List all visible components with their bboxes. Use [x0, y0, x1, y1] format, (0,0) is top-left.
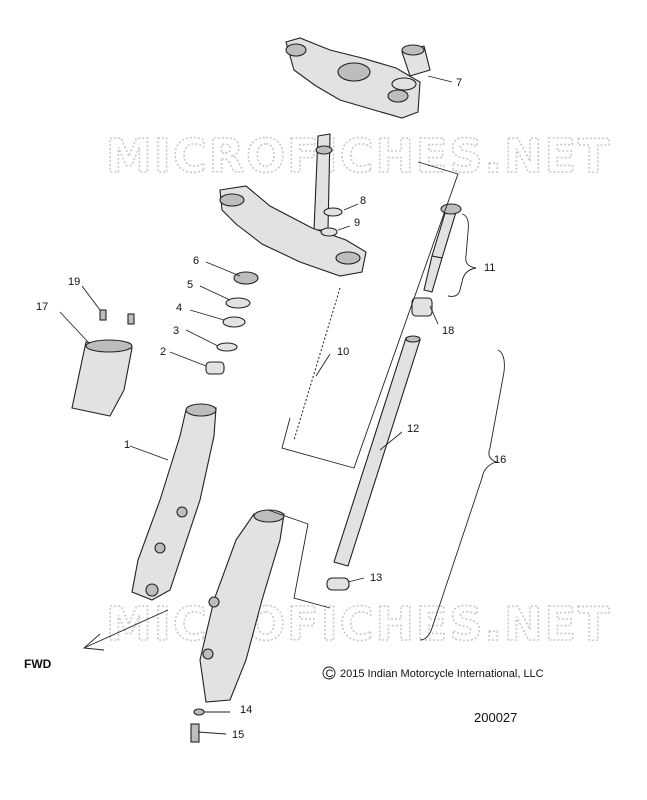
callout-6: 6: [193, 255, 199, 267]
callout-labels: 1 2 3 4 5 6 7 8 9 10 11 12 13 14 15 16 1…: [36, 77, 506, 741]
callout-12: 12: [407, 423, 419, 435]
callout-3: 3: [173, 325, 179, 337]
upper-triple-clamp: [285, 37, 421, 119]
leader-lines: [59, 75, 453, 735]
callout-5: 5: [187, 279, 193, 291]
callout-13: 13: [370, 572, 382, 584]
forward-arrow: [82, 609, 169, 651]
part-19-screw: [99, 309, 107, 321]
part-17-shroud: [71, 341, 133, 417]
fork-seal-stack: [205, 271, 259, 375]
callout-4: 4: [176, 302, 182, 314]
brace-11: [447, 213, 477, 297]
callout-11: 11: [484, 262, 495, 274]
part-15-bolt: [190, 723, 200, 743]
callout-16: 16: [494, 454, 506, 466]
callout-17: 17: [36, 301, 48, 313]
forward-label: FWD: [24, 657, 52, 671]
group-line-13: [267, 509, 331, 609]
copyright-symbol: C: [326, 668, 334, 680]
part-7-bushing: [391, 44, 431, 91]
watermark-top: MICROFICHES.NET: [106, 129, 611, 183]
callout-1: 1: [124, 439, 130, 451]
callout-15: 15: [232, 729, 244, 741]
callout-7: 7: [456, 77, 462, 89]
callout-10: 10: [337, 346, 349, 358]
part-13-bushing: [326, 577, 350, 591]
watermark-bottom: MICROFICHES.NET: [106, 597, 611, 651]
lower-triple-clamp: [219, 185, 367, 277]
document-number: 200027: [474, 710, 517, 725]
callout-2: 2: [160, 346, 166, 358]
part-10-spring: [293, 287, 341, 441]
brace-16: [419, 349, 505, 641]
part-19-screw-2: [127, 313, 135, 325]
copyright-text: 2015 Indian Motorcycle International, LL…: [340, 668, 544, 680]
callout-8: 8: [360, 195, 366, 207]
part-1-fork-slider: [131, 403, 217, 601]
callout-9: 9: [354, 217, 360, 229]
callout-14: 14: [240, 704, 252, 716]
copyright-line: C 2015 Indian Motorcycle International, …: [322, 666, 544, 680]
callout-18: 18: [442, 325, 454, 337]
part-18-bushing: [411, 297, 433, 317]
part-8-seal: [323, 207, 343, 217]
callout-19: 19: [68, 276, 80, 288]
part-12-tube: [333, 337, 421, 567]
part-11-cartridge: [423, 203, 462, 293]
group-line-10: [281, 161, 459, 469]
part-14-washer: [193, 708, 205, 716]
part-9-ring: [320, 227, 338, 237]
